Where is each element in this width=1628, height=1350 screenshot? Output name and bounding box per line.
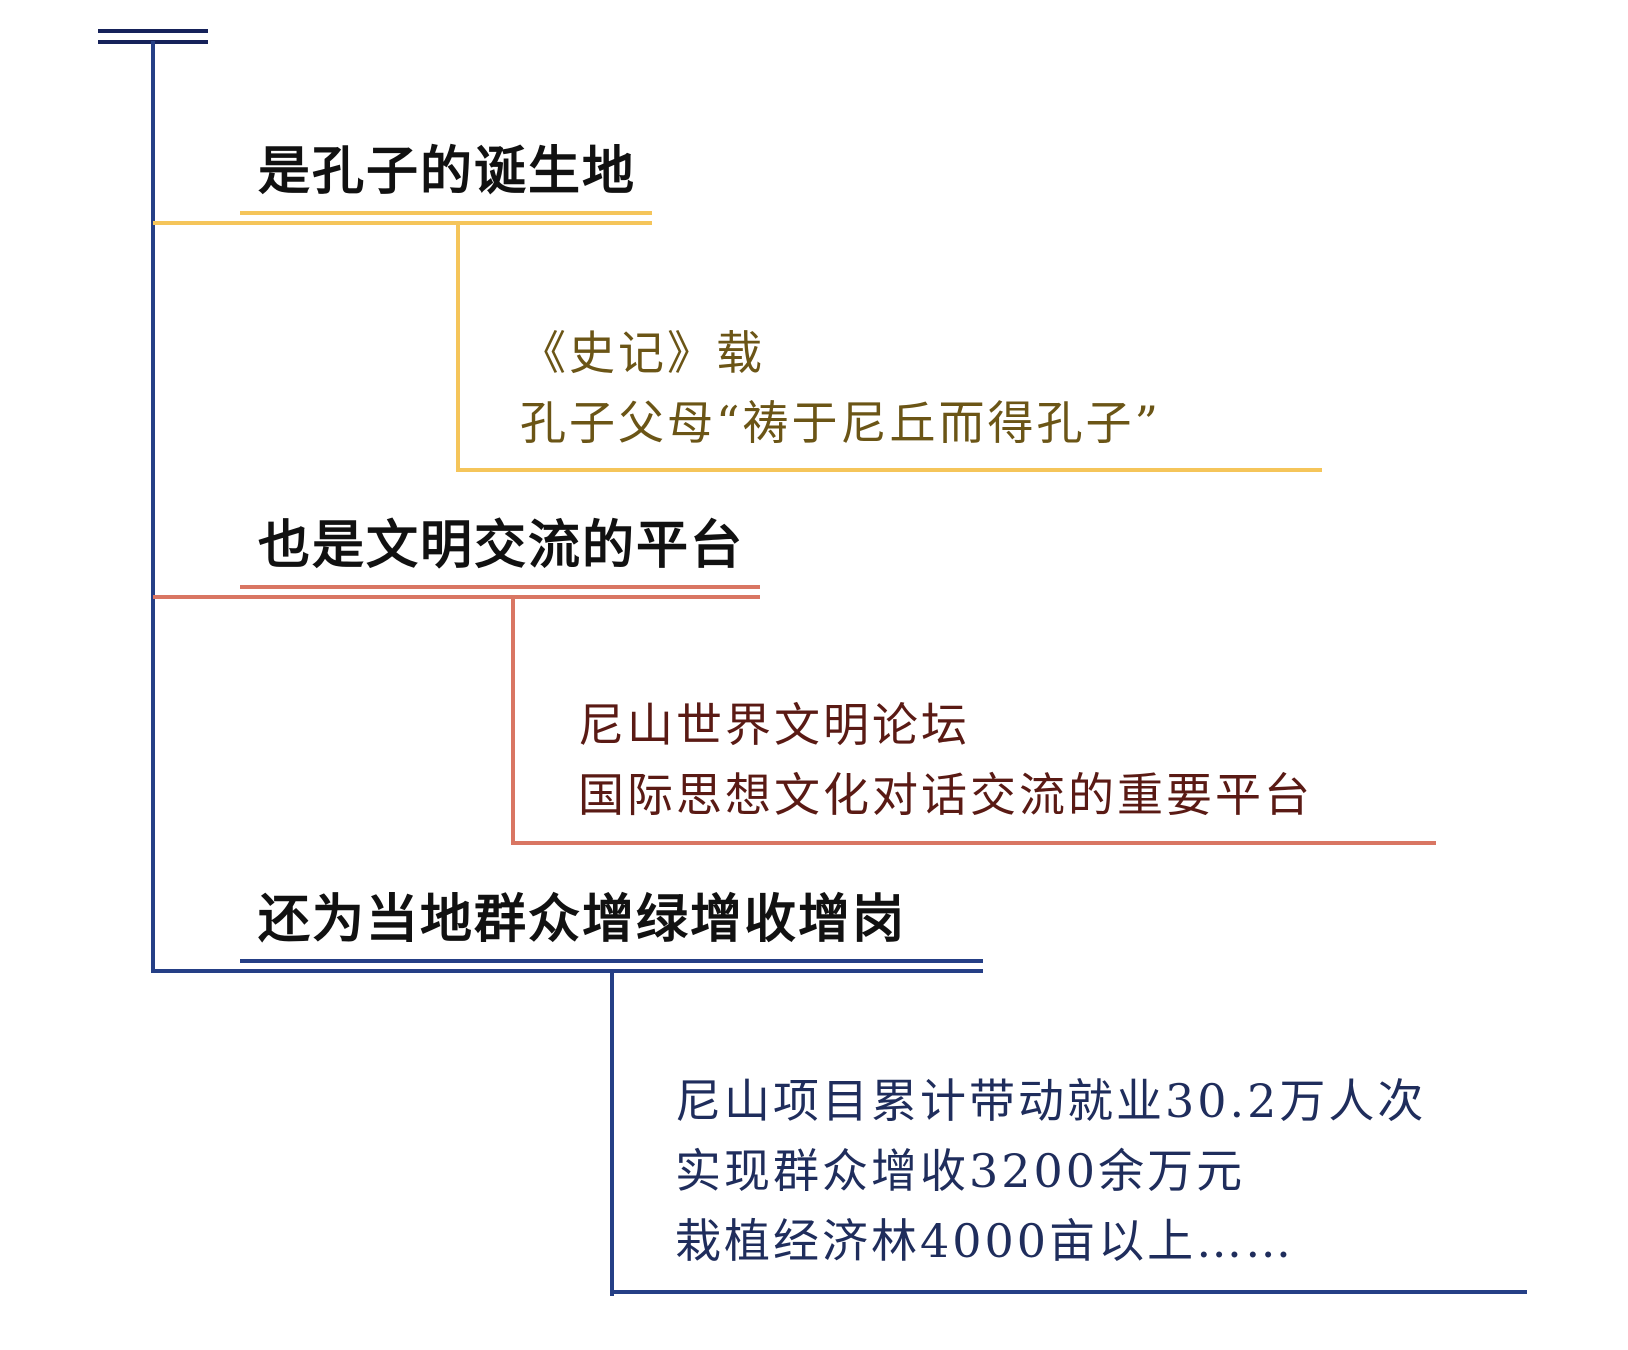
branch-2-underline-bottom	[153, 595, 760, 599]
top-cap-line-1	[98, 29, 208, 33]
branch-3-underline-bottom	[151, 969, 983, 973]
branch-3-connector	[610, 972, 614, 1296]
branch-1-connector	[456, 224, 460, 472]
branch-3-detail-line-3: 栽植经济林4000亩以上……	[675, 1214, 1295, 1268]
branch-1-heading: 是孔子的诞生地	[258, 141, 637, 202]
branch-2-detail-baseline	[511, 841, 1436, 845]
branch-2-connector	[511, 598, 515, 845]
branch-2-detail-line-1: 尼山世界文明论坛	[578, 698, 970, 752]
branch-3-underline-top	[240, 959, 983, 963]
branch-3-detail-line-2: 实现群众增收3200余万元	[675, 1144, 1246, 1198]
branch-3-detail-line-1: 尼山项目累计带动就业30.2万人次	[675, 1074, 1427, 1128]
branch-2-heading: 也是文明交流的平台	[258, 515, 745, 576]
branch-2-details: 尼山世界文明论坛 国际思想文化对话交流的重要平台	[578, 690, 1313, 830]
branch-3-detail-baseline	[610, 1290, 1527, 1294]
branch-1-underline-bottom	[153, 221, 652, 225]
branch-3-details: 尼山项目累计带动就业30.2万人次 实现群众增收3200余万元 栽植经济林400…	[675, 1066, 1426, 1276]
branch-3-heading: 还为当地群众增绿增收增岗	[258, 889, 907, 950]
branch-2-underline-top	[240, 585, 760, 589]
branch-1-detail-baseline	[456, 468, 1322, 472]
branch-1-detail-line-2: 孔子父母“祷于尼丘而得孔子”	[520, 396, 1162, 450]
branch-2-detail-line-2: 国际思想文化对话交流的重要平台	[578, 768, 1313, 822]
main-trunk-line	[151, 41, 155, 973]
branch-1-detail-line-1: 《史记》载	[520, 326, 765, 380]
branch-1-details: 《史记》载 孔子父母“祷于尼丘而得孔子”	[520, 318, 1161, 458]
branch-1-underline-top	[240, 211, 652, 215]
